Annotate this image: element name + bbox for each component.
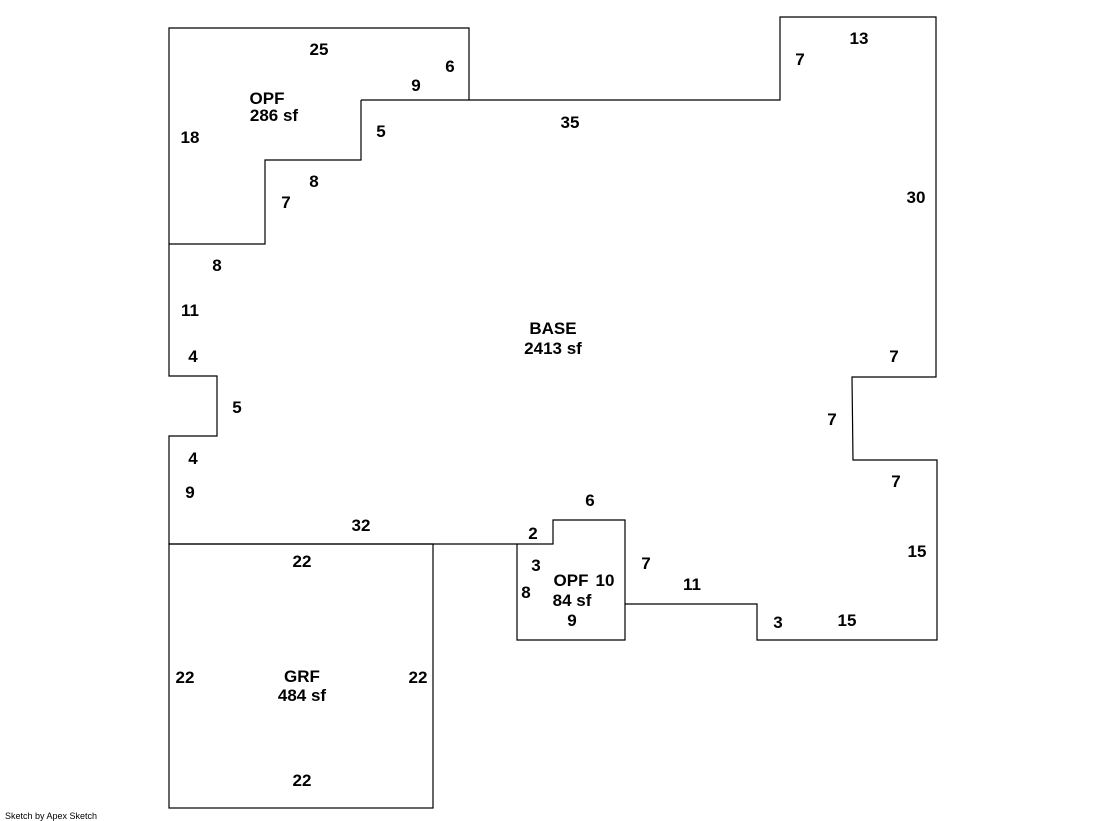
base-dim-left-bump-width: 5 (232, 398, 241, 417)
base-dim-step-2-run: 8 (309, 172, 318, 191)
base-dim-right-upper: 30 (907, 188, 926, 207)
base-dim-right-notch-top: 7 (889, 347, 898, 366)
opf-lower-outline (516, 544, 626, 641)
opf-upper-area-size: 286 sf (250, 106, 299, 125)
opf-lower-dim-left: 8 (521, 583, 530, 602)
base-dim-top-right: 13 (850, 29, 869, 48)
base-dim-step-2-rise: 5 (376, 122, 385, 141)
grf-dim-top: 22 (293, 552, 312, 571)
base-area-size: 2413 sf (524, 339, 582, 358)
opf-upper-dim-right: 6 (445, 57, 454, 76)
base-dim-porch-jog: 2 (528, 524, 537, 543)
opf-lower-dim-bottom: 9 (567, 611, 576, 630)
base-dim-bottom-middle: 11 (683, 575, 701, 594)
grf-area-size: 484 sf (278, 686, 327, 705)
base-dim-right-notch-bottom: 7 (891, 472, 900, 491)
base-dim-bottom-step: 3 (773, 613, 782, 632)
grf-area-name: GRF (284, 667, 320, 686)
opf-upper-area-name: OPF (250, 89, 285, 108)
base-dim-bottom-left: 32 (352, 516, 371, 535)
base-dim-porch-side: 7 (641, 554, 650, 573)
opf-upper-dim-left: 18 (181, 128, 200, 147)
base-area-name: BASE (529, 319, 576, 338)
base-outline (168, 16, 938, 641)
base-dim-left-bump-bottom: 4 (188, 449, 198, 468)
grf-dim-bottom: 22 (293, 771, 312, 790)
base-dim-step-3-run: 9 (411, 76, 420, 95)
base-dim-step-1-run: 8 (212, 256, 221, 275)
base-dim-top: 35 (561, 113, 580, 132)
grf-dim-right: 22 (409, 668, 428, 687)
opf-upper-outline (168, 27, 470, 244)
opf-lower-area-size: 84 sf (553, 591, 592, 610)
base-dim-left-upper: 11 (181, 301, 199, 320)
opf-lower-dim-inner-top: 3 (531, 556, 540, 575)
opf-lower-area-name: OPF (554, 571, 589, 590)
footer-credit: Sketch by Apex Sketch (5, 811, 97, 821)
base-dim-top-jog: 7 (795, 50, 804, 69)
base-dim-right-notch-depth: 7 (827, 410, 836, 429)
base-dim-right-lower: 15 (908, 542, 927, 561)
base-dim-left-bump-top: 4 (188, 347, 198, 366)
opf-upper-dim-top: 25 (310, 40, 329, 59)
base-dim-left-lower: 9 (185, 483, 194, 502)
base-dim-porch-top: 6 (585, 491, 594, 510)
base-dim-step-1-rise: 7 (281, 193, 290, 212)
opf-lower-dim-right: 10 (596, 571, 615, 590)
base-dim-bottom-right: 15 (838, 611, 857, 630)
grf-dim-left: 22 (176, 668, 195, 687)
grf-outline (168, 543, 434, 809)
